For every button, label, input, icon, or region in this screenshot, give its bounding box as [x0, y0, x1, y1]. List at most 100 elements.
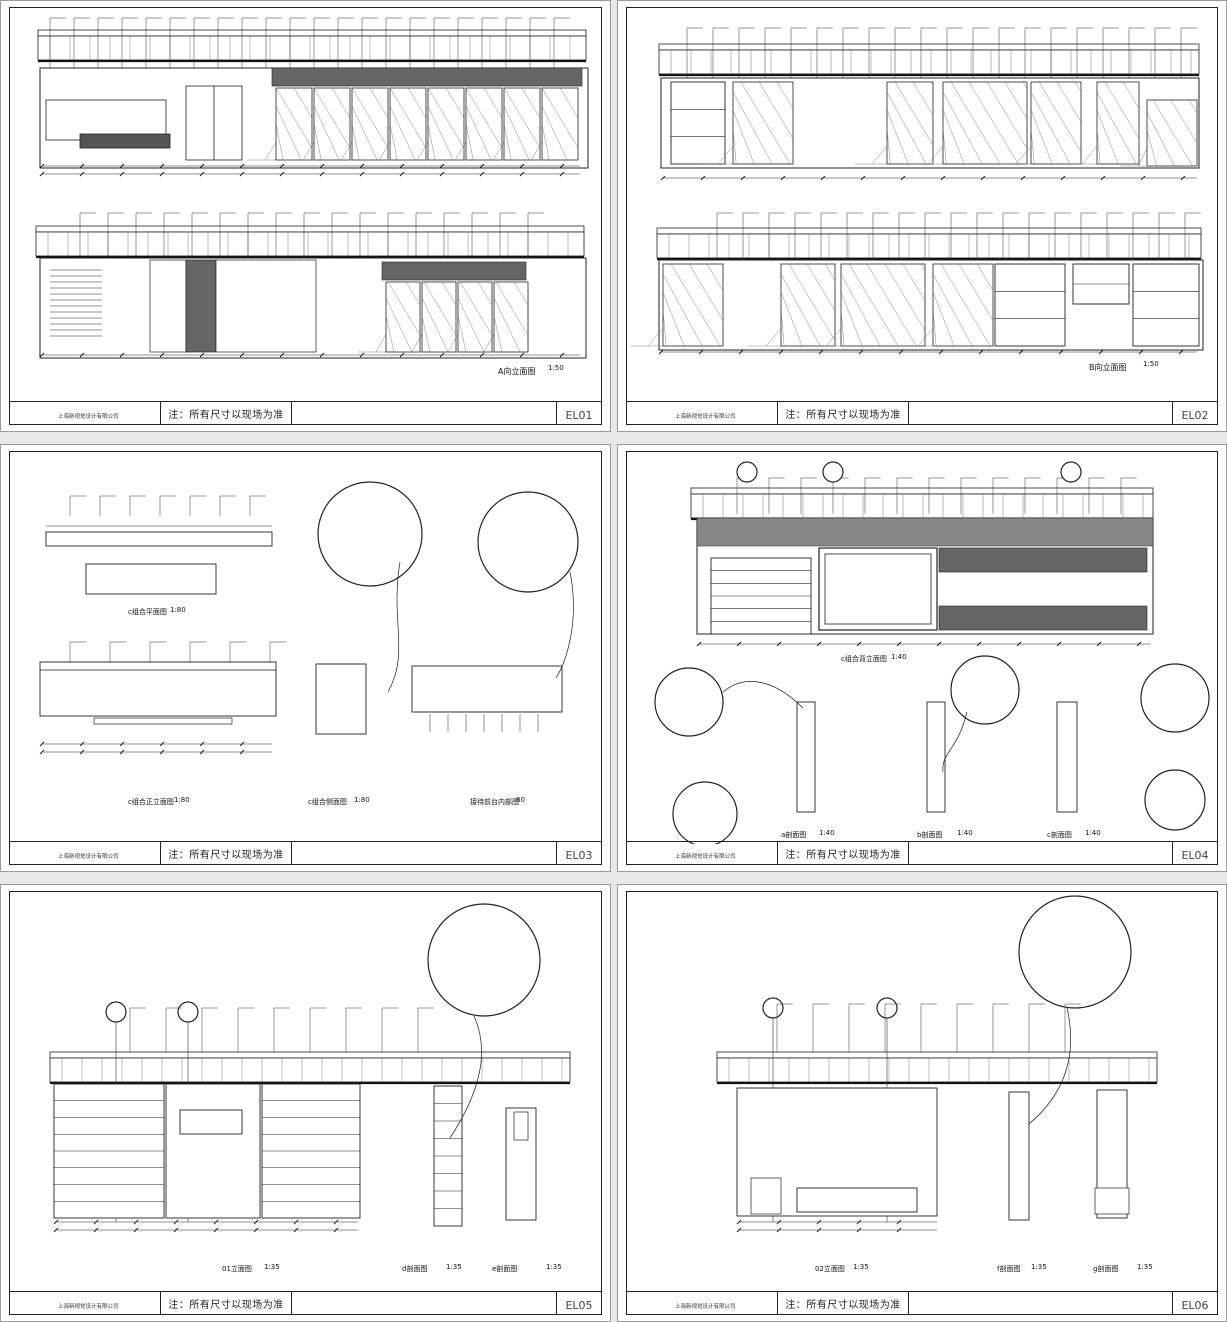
timber-slat-band — [271, 67, 583, 87]
drawing-line — [513, 281, 529, 306]
drawing-line — [265, 141, 277, 161]
drawing-line — [976, 641, 982, 647]
drawing-line — [938, 349, 944, 355]
drawing-line — [1138, 349, 1144, 355]
drawing-line — [459, 281, 493, 336]
view-title: c组合侧面图 — [308, 798, 347, 806]
drawing-line — [806, 263, 836, 311]
drawing-line — [658, 349, 664, 355]
detail-drawing — [654, 461, 1210, 844]
detail-drawing — [39, 481, 579, 755]
drawing-line — [780, 273, 821, 347]
sheet-number: EL05 — [565, 1299, 593, 1312]
drawing-line — [1038, 81, 1082, 153]
switch-panel — [513, 1111, 529, 1141]
drawing-line — [1030, 91, 1071, 165]
drawing-line — [856, 1219, 862, 1225]
drawing-line — [1136, 641, 1142, 647]
glass-panel — [313, 87, 351, 161]
drawing-line — [662, 309, 667, 347]
drawing-line — [918, 327, 934, 347]
drawing-line — [958, 263, 994, 321]
glass-panel — [351, 87, 389, 161]
view-scale: 1:80 — [174, 796, 190, 804]
leader-curve — [1028, 1007, 1071, 1125]
drawing-line — [119, 352, 125, 358]
drawing-line — [1004, 81, 1028, 119]
console-table — [796, 1187, 918, 1213]
drawing-line — [920, 263, 926, 271]
glass-panel — [840, 263, 926, 347]
drawing-line — [1018, 349, 1024, 355]
drawing-line — [457, 297, 485, 353]
drawing-line — [886, 109, 909, 165]
drawing-line — [660, 175, 666, 181]
view-scale: 1:40 — [957, 829, 973, 837]
drawing-line — [1056, 641, 1062, 647]
drawing-line — [758, 81, 794, 139]
drawing-line — [379, 141, 391, 161]
drawing-line — [313, 123, 322, 161]
drawing-line — [778, 349, 784, 355]
view-title: 01立面图 — [222, 1265, 252, 1273]
view-title: a剖面图 — [781, 831, 807, 839]
drawing-line — [465, 105, 492, 161]
glass-panel — [1146, 99, 1198, 167]
drawing-line — [1096, 91, 1137, 165]
view-scale: 1:80 — [354, 796, 370, 804]
drawing-line — [1096, 127, 1101, 165]
drawing-line — [894, 81, 934, 146]
drawing-line — [439, 352, 445, 358]
drawing-line — [780, 291, 803, 347]
drawing-sheet-el01: A向立面图 1:50 上海新视觉设计有限公司 注：所有尺寸以现场为准 EL01 — [0, 0, 611, 432]
ceiling-soffit — [35, 231, 585, 257]
title-block: 上海新视觉设计有限公司 注：所有尺寸以现场为准 EL02 — [627, 401, 1217, 424]
drawing-line — [313, 87, 351, 149]
drawing-line — [331, 87, 351, 119]
drawing-line — [275, 87, 313, 149]
drawing-line — [670, 263, 721, 347]
drawing-line — [780, 175, 786, 181]
drawing-line — [445, 87, 465, 119]
drawing-line — [275, 105, 302, 161]
drawing-line — [541, 123, 550, 161]
drawing-line — [493, 315, 503, 353]
drawing-line — [493, 141, 505, 161]
drawing-line — [351, 87, 389, 149]
glass-panel — [493, 281, 529, 353]
drawing-line — [559, 171, 565, 177]
drawing-line — [53, 1219, 59, 1225]
drawing-line — [239, 741, 245, 747]
drawing-line — [840, 309, 845, 347]
glass-panel — [465, 87, 503, 161]
drawing-line — [407, 87, 427, 119]
drawing-line — [1178, 349, 1184, 355]
ceiling-band — [49, 1051, 571, 1059]
view-title: g剖面图 — [1093, 1265, 1119, 1273]
drawing-line — [541, 105, 568, 161]
detail-callout-circle — [1144, 769, 1206, 831]
ceiling-band — [656, 227, 1202, 235]
drawing-line — [427, 87, 465, 149]
view-scale: 1:35 — [853, 1263, 869, 1271]
drawing-line — [776, 1219, 782, 1225]
drawing-line — [279, 171, 285, 177]
drawing-line — [79, 749, 85, 755]
drawing-line — [1140, 175, 1146, 181]
drawing-line — [39, 352, 45, 358]
section-marker — [736, 461, 758, 483]
drawing-line — [39, 163, 45, 169]
ceiling-band — [716, 1051, 1158, 1059]
drawing-line — [950, 81, 1001, 165]
drawing-line — [39, 741, 45, 747]
drawing-line — [399, 352, 405, 358]
drawing-line — [313, 105, 340, 161]
title-block: 上海新视觉设计有限公司 注：所有尺寸以现场为准 EL05 — [10, 1291, 601, 1314]
drawing-line — [441, 281, 457, 306]
drawing-line — [936, 641, 942, 647]
sheet-frame: 01立面图 1:35 d剖面图 1:35 e剖面图 1:35 上海新视觉设计有限… — [9, 891, 602, 1315]
drawing-line — [173, 1219, 179, 1225]
glass-panel — [421, 281, 457, 353]
drawing-line — [932, 273, 973, 347]
drawing-line — [886, 127, 891, 165]
